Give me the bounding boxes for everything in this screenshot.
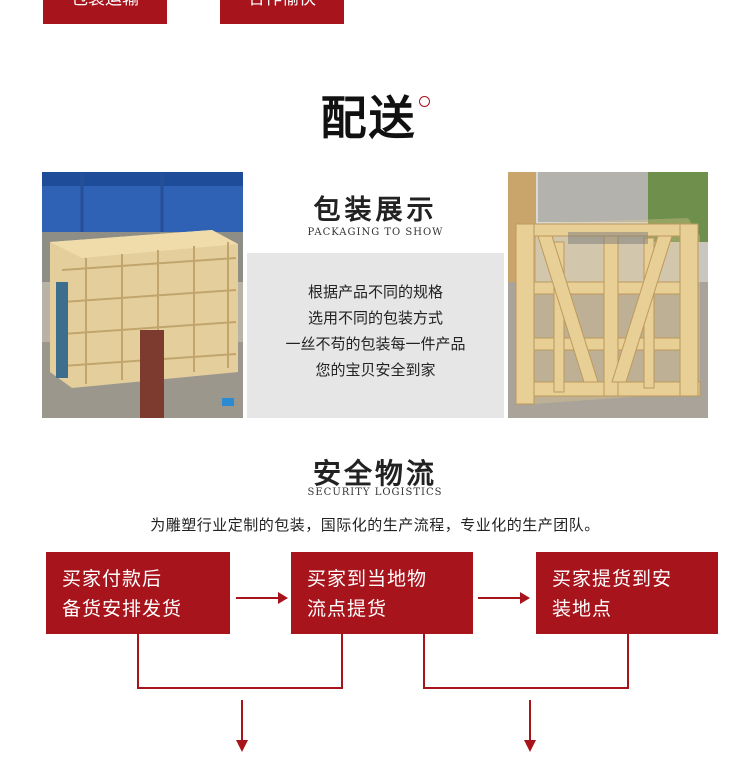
arrow-head-icon [278, 592, 288, 604]
arrow-head-icon [524, 740, 536, 752]
tab-packaging-transport[interactable]: 包装运输 [43, 0, 167, 24]
arrow-head-icon [236, 740, 248, 752]
flow-step-payment: 买家付款后 备货安排发货 [46, 552, 230, 634]
step-line: 买家到当地物 [307, 568, 428, 590]
step-line: 流点提货 [307, 598, 388, 620]
packaging-line: 一丝不苟的包装每一件产品 [285, 335, 466, 353]
wooden-crate-photo-left [42, 172, 243, 418]
crate-illustration [508, 172, 708, 418]
step-line: 装地点 [552, 598, 613, 620]
circle-icon [418, 96, 430, 107]
step-line: 买家提货到安 [552, 568, 673, 590]
packaging-description: 根据产品不同的规格 选用不同的包装方式 一丝不苟的包装每一件产品 您的宝贝安全到… [247, 279, 504, 383]
connector-line [423, 634, 629, 689]
step-line: 买家付款后 [62, 568, 163, 590]
logistics-subtitle: SECURITY LOGISTICS [307, 487, 443, 498]
flow-step-pickup: 买家到当地物 流点提货 [291, 552, 473, 634]
logistics-description: 为雕塑行业定制的包装，国际化的生产流程，专业化的生产团队。 [150, 516, 600, 534]
crate-illustration [42, 172, 243, 418]
tab-label: 合作愉快 [220, 0, 344, 12]
packaging-line: 根据产品不同的规格 [307, 283, 443, 301]
wooden-crate-photo-right [508, 172, 708, 418]
tab-cooperation[interactable]: 合作愉快 [220, 0, 344, 24]
packaging-line: 您的宝贝安全到家 [315, 361, 436, 379]
delivery-title-text: 配送 [320, 91, 417, 145]
step-line: 备货安排发货 [62, 598, 183, 620]
packaging-line: 选用不同的包装方式 [307, 309, 443, 327]
flow-step-delivery: 买家提货到安 装地点 [536, 552, 718, 634]
tab-label: 包装运输 [43, 0, 167, 12]
delivery-heading: 配送 [0, 82, 750, 148]
logistics-title: 安全物流 [312, 457, 437, 490]
packaging-subtitle: PACKAGING TO SHOW [307, 227, 444, 238]
packaging-title: 包装展示 [313, 195, 438, 226]
connector-line [137, 634, 343, 689]
panel-gray-background [247, 253, 504, 418]
packaging-info-panel: 包装展示 PACKAGING TO SHOW 根据产品不同的规格 选用不同的包装… [247, 172, 504, 418]
arrow-head-icon [520, 592, 530, 604]
